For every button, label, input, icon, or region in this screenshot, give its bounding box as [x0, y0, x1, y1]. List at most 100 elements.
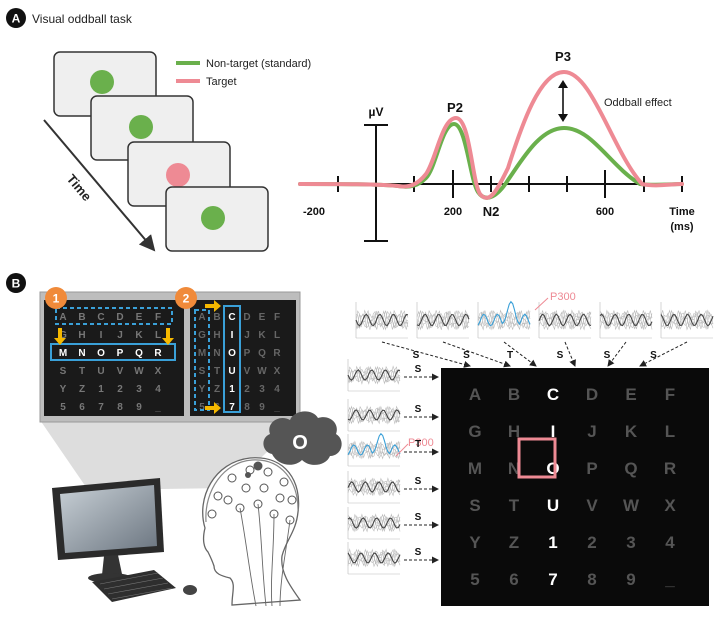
mini1-letter-S: S	[60, 366, 67, 377]
panel-a-title: Visual oddball task	[32, 12, 133, 26]
stimulus-standard-dot-2	[129, 115, 153, 139]
matrix-letter-G: G	[468, 422, 481, 441]
matrix-letter-7: 7	[548, 570, 557, 589]
matrix-letter-Y: Y	[469, 533, 481, 552]
column-highlight-box	[223, 305, 241, 413]
matrix-letter-P: P	[586, 459, 597, 478]
thought-letter: O	[292, 432, 308, 454]
matrix-letter-A: A	[469, 385, 481, 404]
mini1-letter-Z: Z	[79, 384, 85, 395]
p300-label-top: P300	[550, 291, 576, 303]
matrix-letter-O: O	[546, 459, 559, 478]
matrix-letter-9: 9	[626, 570, 635, 589]
mini2-letter-Y: Y	[199, 384, 206, 395]
matrix-letter-B: B	[508, 385, 520, 404]
mini1-letter-3: 3	[136, 384, 142, 395]
row-scan-dashed-box	[55, 307, 173, 325]
left-epoch-5	[347, 542, 401, 575]
speller-matrix-panel	[441, 368, 709, 606]
mini1-letter-L: L	[155, 330, 161, 341]
row-scan-arrow-left	[54, 328, 66, 345]
left-epoch-label-1: S	[415, 404, 422, 415]
mini1-letter-B: B	[78, 312, 85, 323]
top-epoch-3	[538, 302, 592, 339]
speller-mini-1	[44, 300, 184, 416]
mini2-letter-L: L	[274, 330, 280, 341]
erp-x-tick-label-neg200: -200	[303, 206, 325, 218]
mini2-letter-9: 9	[259, 402, 265, 413]
matrix-letter-3: 3	[626, 533, 635, 552]
thought-cloud	[263, 411, 342, 465]
mini2-letter-P: P	[244, 348, 251, 359]
matrix-letter-J: J	[587, 422, 596, 441]
left-epoch-label-4: S	[415, 512, 422, 523]
mouse	[183, 585, 197, 595]
time-arrow	[43, 119, 156, 252]
mini1-letter-M: M	[59, 348, 67, 359]
erp-x-axis-unit: (ms)	[670, 221, 694, 233]
stimulus-standard-dot-1	[90, 70, 114, 94]
mini1-letter-P: P	[117, 348, 124, 359]
mini2-letter-Z: Z	[214, 384, 220, 395]
matrix-letter-2: 2	[587, 533, 596, 552]
mini1-letter-8: 8	[117, 402, 123, 413]
mini1-letter-O: O	[97, 348, 105, 359]
matrix-letter-E: E	[625, 385, 636, 404]
row-highlight-box	[50, 343, 176, 361]
mini1-letter-A: A	[59, 312, 66, 323]
panel-a-badge-letter: A	[12, 12, 21, 26]
erp-y-unit: µV	[369, 105, 384, 119]
legend: Non-target (standard) Target	[176, 58, 311, 88]
left-epoch-label-5: S	[415, 547, 422, 558]
mini1-letter-2: 2	[117, 384, 123, 395]
selected-letter-box	[517, 437, 557, 479]
matrix-letter-C: C	[547, 385, 559, 404]
mini2-letter-_: _	[273, 402, 280, 413]
mini1-letter-V: V	[117, 366, 124, 377]
eeg-cap	[205, 459, 299, 523]
stimulus-stack	[53, 51, 269, 252]
keyboard-keys	[99, 572, 173, 600]
erp-x-axis-label: Time	[669, 206, 694, 218]
panel-b-badge-letter: B	[12, 277, 21, 291]
mini1-letter-K: K	[135, 330, 143, 341]
top-epoch-4	[599, 302, 653, 339]
mini2-letter-G: G	[198, 330, 206, 341]
top-epoch-label-1: S	[463, 350, 470, 361]
erp-target-wave	[298, 69, 684, 200]
left-epoch-2	[347, 432, 401, 467]
top-epoch-1	[416, 302, 470, 339]
stimulus-target-dot	[166, 163, 190, 187]
mini2-letter-1: 1	[229, 384, 235, 395]
mini1-letter-7: 7	[98, 402, 104, 413]
mini2-letter-4: 4	[274, 384, 280, 395]
step-badge-1-number: 1	[53, 292, 60, 306]
left-epoch-3	[347, 471, 401, 504]
mini1-letter-4: 4	[155, 384, 161, 395]
matrix-letter-R: R	[664, 459, 676, 478]
monitor-stand	[102, 555, 122, 575]
mini2-letter-B: B	[213, 312, 220, 323]
matrix-letter-I: I	[551, 422, 556, 441]
top-epoch-5	[660, 302, 714, 339]
column-scan-dashed-box	[194, 309, 210, 411]
eeg-head-illustration	[202, 457, 302, 607]
erp-peak-p2: P2	[447, 100, 463, 115]
left-epoch-label-3: S	[415, 476, 422, 487]
matrix-letter-W: W	[623, 496, 640, 515]
mini2-letter-F: F	[274, 312, 280, 323]
mini1-letter-Y: Y	[60, 384, 67, 395]
column-scan-arrow-bottom	[205, 402, 221, 414]
mini1-letter-5: 5	[60, 402, 66, 413]
mini2-letter-U: U	[228, 366, 235, 377]
matrix-letter-U: U	[547, 496, 559, 515]
p300-label-left: P300	[408, 437, 434, 449]
erp-x-ticks	[337, 170, 683, 198]
